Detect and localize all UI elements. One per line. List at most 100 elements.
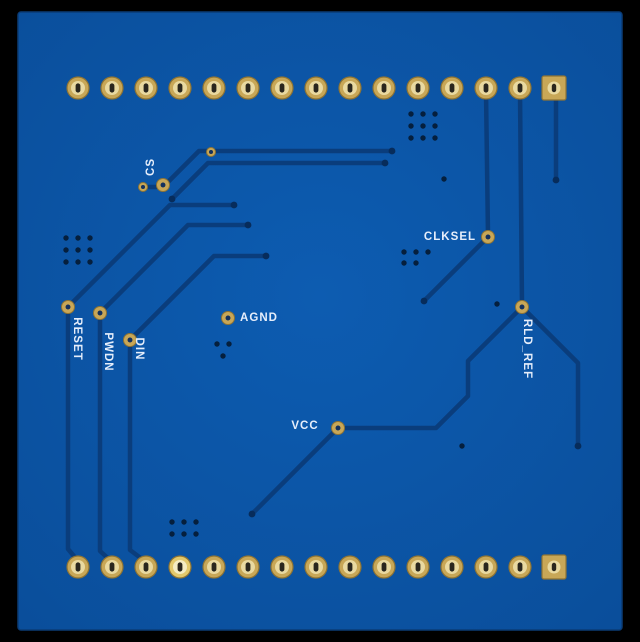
drill-hole — [87, 259, 93, 265]
drill-hole — [169, 519, 175, 525]
drill-hole — [87, 235, 93, 241]
drill-hole — [63, 247, 69, 253]
drill-hole — [87, 247, 93, 253]
drill-hole — [425, 249, 431, 255]
via-agnd[interactable] — [221, 311, 235, 325]
via-cs-branch[interactable] — [138, 182, 148, 192]
drill-hole — [181, 519, 187, 525]
pad-top-10[interactable] — [372, 76, 396, 100]
drill-hole — [193, 519, 199, 525]
via-reset[interactable] — [61, 300, 75, 314]
pad-bottom-8[interactable] — [304, 555, 328, 579]
copper-trace-rld_ref[interactable] — [335, 304, 525, 431]
via-cs[interactable] — [156, 178, 170, 192]
trace-end-via — [552, 176, 560, 184]
pad-bottom-4[interactable] — [168, 555, 192, 579]
net-label-reset: RESET — [71, 317, 83, 361]
drill-hole — [408, 111, 414, 117]
drill-hole — [420, 135, 426, 141]
via-rld_ref[interactable] — [515, 300, 529, 314]
net-label-cs: CS — [145, 158, 157, 176]
trace-end-via — [244, 221, 252, 229]
drill-hole — [75, 247, 81, 253]
pad-bottom-6[interactable] — [236, 555, 260, 579]
drill-hole — [420, 123, 426, 129]
copper-trace-clksel[interactable] — [483, 89, 491, 238]
pad-bottom-3[interactable] — [134, 555, 158, 579]
drill-hole — [408, 135, 414, 141]
pad-bottom-5[interactable] — [202, 555, 226, 579]
trace-end-via — [262, 252, 270, 260]
pad-top-4[interactable] — [168, 76, 192, 100]
pad-top-square[interactable] — [541, 75, 567, 101]
trace-end-via — [230, 201, 238, 209]
net-label-vcc: VCC — [291, 420, 318, 432]
drill-hole — [193, 531, 199, 537]
trace-end-via — [388, 147, 396, 155]
drill-hole — [226, 341, 232, 347]
trace-end-via — [420, 297, 428, 305]
pad-top-2[interactable] — [100, 76, 124, 100]
copper-trace-rld_ref[interactable] — [517, 89, 525, 308]
pad-bottom-12[interactable] — [440, 555, 464, 579]
pad-top-9[interactable] — [338, 76, 362, 100]
pad-bottom-10[interactable] — [372, 555, 396, 579]
pad-bottom-9[interactable] — [338, 555, 362, 579]
pad-top-5[interactable] — [202, 76, 226, 100]
net-label-agnd: AGND — [240, 312, 278, 324]
pad-bottom-13[interactable] — [474, 555, 498, 579]
trace-end-via — [248, 510, 256, 518]
drill-hole — [63, 259, 69, 265]
copper-trace-cs[interactable] — [160, 148, 395, 190]
drill-hole — [214, 341, 220, 347]
net-label-clksel: CLKSEL — [424, 231, 476, 243]
pad-bottom-2[interactable] — [100, 555, 124, 579]
pcb-board — [17, 11, 623, 631]
pad-top-11[interactable] — [406, 76, 430, 100]
pad-bottom-14[interactable] — [508, 555, 532, 579]
pad-top-14[interactable] — [508, 76, 532, 100]
copper-trace-din[interactable] — [127, 253, 269, 343]
pad-top-7[interactable] — [270, 76, 294, 100]
drill-hole — [181, 531, 187, 537]
drill-hole — [432, 111, 438, 117]
drill-hole — [441, 176, 447, 182]
drill-hole — [401, 260, 407, 266]
drill-hole — [413, 260, 419, 266]
via-cs-junction[interactable] — [206, 147, 216, 157]
pad-top-13[interactable] — [474, 76, 498, 100]
drill-hole — [408, 123, 414, 129]
net-label-rld_ref: RLD_REF — [521, 319, 533, 379]
drill-hole — [401, 249, 407, 255]
copper-trace-vcc[interactable] — [249, 425, 341, 517]
copper-trace-clksel[interactable] — [421, 234, 491, 304]
copper-trace-reset[interactable] — [65, 202, 237, 310]
pad-top-12[interactable] — [440, 76, 464, 100]
drill-hole — [420, 111, 426, 117]
pad-top-6[interactable] — [236, 76, 260, 100]
via-din[interactable] — [123, 333, 137, 347]
via-pwdn[interactable] — [93, 306, 107, 320]
pad-top-3[interactable] — [134, 76, 158, 100]
pad-bottom-7[interactable] — [270, 555, 294, 579]
drill-hole — [459, 443, 465, 449]
pad-bottom-square[interactable] — [541, 554, 567, 580]
pad-bottom-11[interactable] — [406, 555, 430, 579]
pad-top-1[interactable] — [66, 76, 90, 100]
drill-hole — [494, 301, 500, 307]
via-vcc[interactable] — [331, 421, 345, 435]
trace-end-via — [168, 195, 176, 203]
pad-bottom-1[interactable] — [66, 555, 90, 579]
pad-top-8[interactable] — [304, 76, 328, 100]
trace-end-via — [381, 159, 389, 167]
copper-trace-pwdn[interactable] — [97, 222, 251, 316]
via-clksel[interactable] — [481, 230, 495, 244]
trace-end-via — [574, 442, 582, 450]
net-label-pwdn: PWDN — [102, 332, 114, 371]
copper-trace-bus[interactable] — [169, 160, 388, 202]
drill-hole — [432, 123, 438, 129]
drill-hole — [75, 235, 81, 241]
copper-trace-rld_ref[interactable] — [519, 304, 581, 449]
